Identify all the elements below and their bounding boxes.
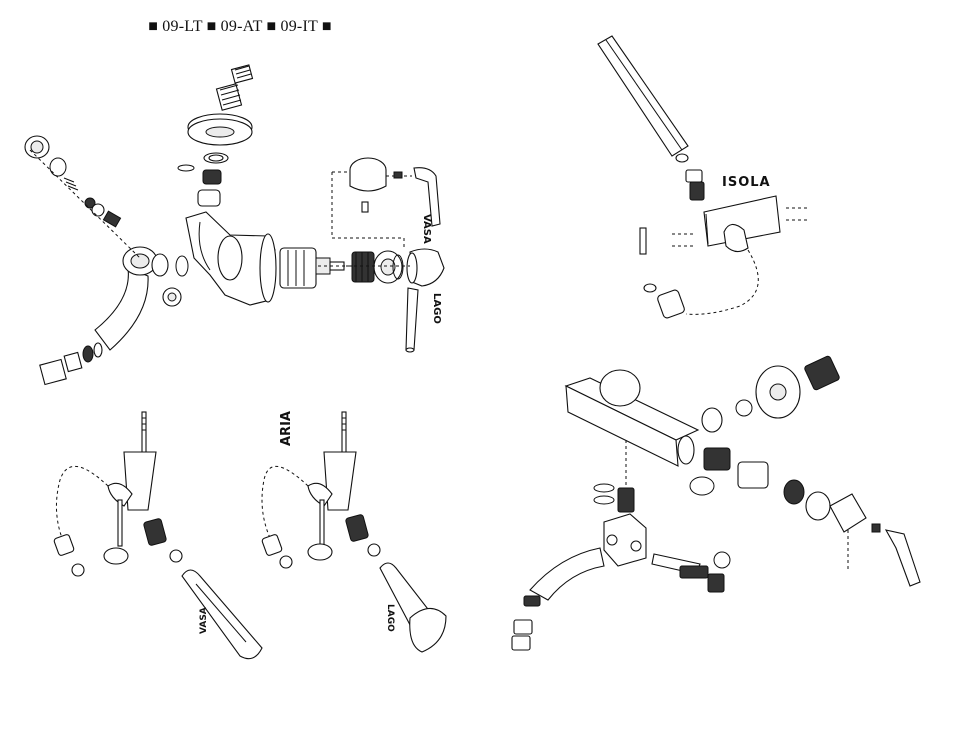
- lago-lever: [406, 288, 418, 352]
- assembly-top-right: ISOLA: [598, 36, 810, 319]
- spout: [40, 247, 188, 385]
- brand-isola: ISOLA: [722, 175, 771, 190]
- label-lago-top: LAGO: [431, 293, 442, 324]
- label-vasa-bottom: VASA: [199, 607, 209, 634]
- assembly-bottom-middle: ARIA LAGO: [261, 411, 446, 652]
- assembly-top-left: VASA LAGO: [25, 65, 444, 385]
- label-aria-side: ARIA: [279, 411, 294, 446]
- assembly-bottom-right: [512, 355, 920, 650]
- assembly-bottom-left: VASA: [53, 412, 262, 659]
- cartridge-row: [280, 248, 444, 288]
- aerator-parts: [25, 136, 140, 258]
- top-fittings: [178, 65, 253, 206]
- mixer-body: [186, 212, 276, 305]
- label-vasa-top: VASA: [421, 214, 432, 244]
- label-lago-bottom: LAGO: [385, 604, 395, 632]
